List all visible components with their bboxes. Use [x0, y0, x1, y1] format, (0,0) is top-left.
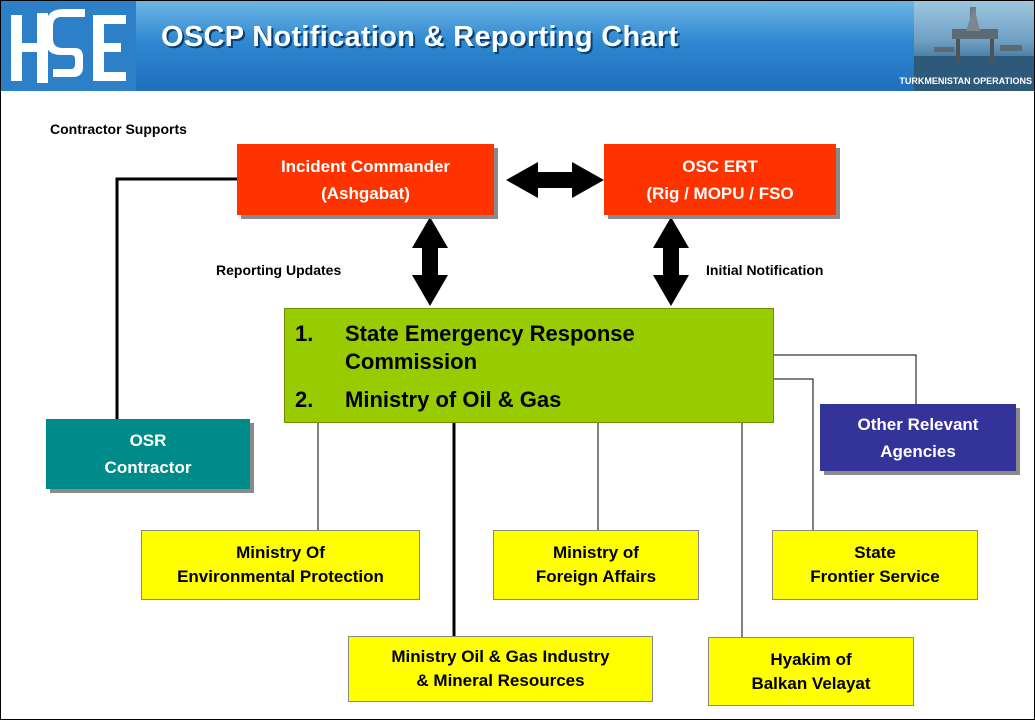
node-line: Other Relevant — [857, 414, 979, 434]
node-line: (Ashgabat) — [321, 183, 410, 203]
line-frontier-service — [774, 378, 814, 531]
node-line: Contractor — [104, 458, 192, 477]
initial-notification-arrow — [653, 217, 689, 306]
oil-gas-industry-box: Ministry Oil & Gas Industry & Mineral Re… — [348, 636, 653, 702]
page-title: OSCP Notification & Reporting Chart — [161, 21, 679, 53]
hyakim-box: Hyakim of Balkan Velayat — [708, 637, 914, 706]
reporting-updates-arrow — [412, 217, 448, 306]
node-line: Incident Commander — [280, 156, 451, 176]
double-arrow-horizontal — [506, 162, 604, 198]
item-number: 1. — [295, 321, 314, 346]
node-line: Ministry Of — [236, 543, 325, 562]
node-line: State — [854, 543, 896, 562]
node-line: Environmental Protection — [177, 567, 384, 586]
hse-logo — [1, 1, 136, 91]
contractor-support-line — [115, 177, 237, 420]
header-banner: OSCP Notification & Reporting Chart TURK… — [1, 1, 1034, 91]
node-line: OSC ERT — [682, 156, 758, 176]
incident-commander-box: Incident Commander (Ashgabat) — [237, 144, 494, 215]
foreign-affairs-box: Ministry of Foreign Affairs — [493, 530, 699, 600]
oil-rig-icon — [914, 7, 1034, 91]
main-item-1: 1. State Emergency Response — [295, 321, 635, 347]
item-text: State Emergency Response — [345, 321, 635, 346]
node-line: (Rig / MOPU / FSO — [646, 183, 794, 203]
main-authority-box: 1. State Emergency Response Commission 2.… — [284, 308, 774, 423]
osr-contractor-box: OSR Contractor — [46, 419, 250, 489]
main-item-2: 2. Ministry of Oil & Gas — [295, 387, 561, 413]
node-line: Agencies — [880, 441, 956, 461]
hse-logo-graphic — [1, 1, 136, 91]
oil-rig-photo: TURKMENISTAN OPERATIONS — [899, 1, 1034, 91]
node-line: Frontier Service — [810, 567, 940, 586]
other-agencies-box: Other Relevant Agencies — [820, 404, 1016, 471]
node-line: Ministry of — [553, 543, 639, 562]
osc-ert-box: OSC ERT (Rig / MOPU / FSO — [604, 144, 836, 215]
item-text: Ministry of Oil & Gas — [345, 387, 562, 412]
node-line: Foreign Affairs — [535, 567, 657, 586]
node-line: & Mineral Resources — [416, 671, 585, 690]
node-line: OSR — [129, 431, 167, 450]
photo-caption: TURKMENISTAN OPERATIONS — [899, 76, 1032, 86]
contractor-supports-label: Contractor Supports — [50, 121, 187, 137]
node-line: Hyakim of — [770, 649, 852, 669]
env-protection-box: Ministry Of Environmental Protection — [141, 530, 420, 600]
node-line: Balkan Velayat — [751, 673, 871, 693]
line-other-agencies — [774, 354, 917, 405]
initial-notification-label: Initial Notification — [706, 262, 824, 278]
node-line: Ministry Oil & Gas Industry — [391, 647, 610, 666]
reporting-updates-label: Reporting Updates — [216, 262, 342, 278]
item-number: 2. — [295, 387, 314, 412]
frontier-service-box: State Frontier Service — [772, 530, 978, 600]
main-item-1-continued: Commission — [345, 349, 478, 374]
